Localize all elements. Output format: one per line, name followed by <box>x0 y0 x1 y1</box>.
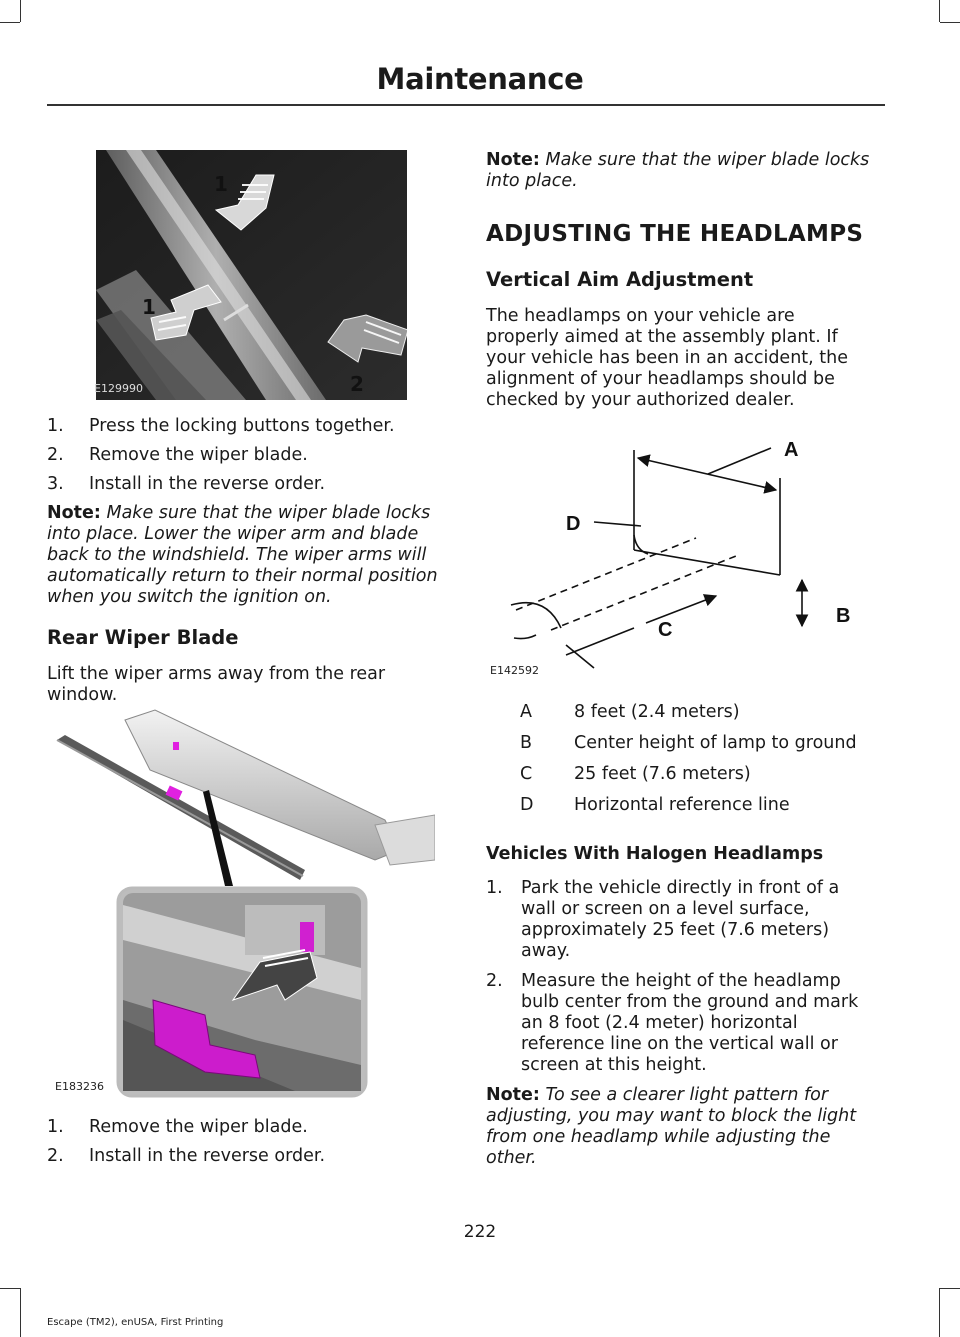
callout-label: C <box>658 619 672 641</box>
note-line: automatically return to their normal pos… <box>47 566 438 586</box>
body-paragraph: The headlamps on your vehicle are proper… <box>486 306 886 411</box>
crop-mark <box>939 1288 940 1337</box>
figure-code: E142592 <box>490 664 539 677</box>
page-title: Maintenance <box>376 62 584 96</box>
key-description: Center height of lamp to ground <box>574 733 857 753</box>
callout-label: 1 <box>142 295 156 319</box>
step-number: 1. <box>47 416 64 436</box>
step-number: 2. <box>486 971 503 991</box>
note-label: Note: <box>47 503 101 523</box>
list-item: 2. Install in the reverse order. <box>47 1146 447 1168</box>
body-line: your vehicle has been in an accident, th… <box>486 348 848 368</box>
note-line: To see a clearer light pattern for <box>545 1085 829 1105</box>
list-item: 3. Install in the reverse order. <box>47 474 447 496</box>
step-number: 1. <box>486 878 503 898</box>
headlamp-aim-diagram: A D B C E142592 <box>486 430 866 680</box>
section-heading: Vertical Aim Adjustment <box>486 268 754 291</box>
header-divider <box>47 104 885 106</box>
step-line: reference line on the vertical wall or <box>521 1034 838 1054</box>
section-heading: Rear Wiper Blade <box>47 626 239 649</box>
list-item: 1. Remove the wiper blade. <box>47 1117 447 1139</box>
body-line: alignment of your headlamps should be <box>486 369 835 389</box>
step-text: Remove the wiper blade. <box>89 445 308 465</box>
crop-mark <box>0 1288 20 1289</box>
step-text: Park the vehicle directly in front of a … <box>521 878 839 962</box>
note-line: back to the windshield. The wiper arms w… <box>47 545 427 565</box>
list-item: 1. Press the locking buttons together. <box>47 416 447 438</box>
key-letter: B <box>520 733 533 753</box>
body-line: Lift the wiper arms away from the rear <box>47 664 386 684</box>
crop-mark <box>20 0 21 22</box>
note-line: Make sure that the wiper blade locks <box>106 503 431 523</box>
note-paragraph: Note: To see a clearer light pattern for… <box>486 1085 886 1169</box>
callout-label: B <box>836 605 850 627</box>
callout-label: 2 <box>350 372 364 396</box>
crop-mark <box>20 1288 21 1337</box>
step-line: wall or screen on a level surface, <box>521 899 810 919</box>
note-label: Note: <box>486 1085 540 1105</box>
callout-label: D <box>566 513 580 535</box>
step-number: 3. <box>47 474 64 494</box>
step-line: screen at this height. <box>521 1055 707 1075</box>
key-letter: C <box>520 764 533 784</box>
step-line: away. <box>521 941 571 961</box>
body-line: checked by your authorized dealer. <box>486 390 795 410</box>
crop-mark <box>940 22 960 23</box>
rear-wiper-illustration: E183236 <box>55 700 436 1100</box>
callout-label: 1 <box>214 172 228 196</box>
step-number: 1. <box>47 1117 64 1137</box>
note-line: Make sure that the wiper blade locks <box>545 150 870 170</box>
subsection-heading: Vehicles With Halogen Headlamps <box>486 844 824 864</box>
body-line: The headlamps on your vehicle are <box>486 306 795 326</box>
key-letter: A <box>520 702 532 722</box>
step-number: 2. <box>47 445 64 465</box>
body-line: properly aimed at the assembly plant. If <box>486 327 838 347</box>
footer-text: Escape (TM2), enUSA, First Printing <box>47 1317 224 1328</box>
note-line: into place. Lower the wiper arm and blad… <box>47 524 419 544</box>
page-number: 222 <box>463 1222 497 1242</box>
note-label: Note: <box>486 150 540 170</box>
step-line: bulb center from the ground and mark <box>521 992 859 1012</box>
step-line: Measure the height of the headlamp <box>521 971 841 991</box>
crop-mark <box>940 1288 960 1289</box>
list-item: 2. Remove the wiper blade. <box>47 445 447 467</box>
step-text: Measure the height of the headlamp bulb … <box>521 971 858 1076</box>
note-line: from one headlamp while adjusting the <box>486 1127 831 1147</box>
chapter-heading: ADJUSTING THE HEADLAMPS <box>486 221 864 247</box>
body-line: window. <box>47 685 118 705</box>
crop-mark <box>939 0 940 22</box>
callout-label: A <box>784 439 798 461</box>
note-line: other. <box>486 1148 537 1168</box>
step-line: an 8 foot (2.4 meter) horizontal <box>521 1013 798 1033</box>
note-paragraph: Note: Make sure that the wiper blade loc… <box>486 150 886 192</box>
step-number: 2. <box>47 1146 64 1166</box>
body-paragraph: Lift the wiper arms away from the rear w… <box>47 664 447 706</box>
note-line: adjusting, you may want to block the lig… <box>486 1106 857 1126</box>
step-text: Press the locking buttons together. <box>89 416 395 436</box>
figure-code: E183236 <box>55 1080 104 1093</box>
wiper-blade-photo: 1 1 2 E129990 <box>94 150 409 400</box>
key-description: 8 feet (2.4 meters) <box>574 702 740 722</box>
list-item: 2. Measure the height of the headlamp bu… <box>486 971 886 1079</box>
note-line: into place. <box>486 171 578 191</box>
key-description: 25 feet (7.6 meters) <box>574 764 751 784</box>
step-text: Install in the reverse order. <box>89 474 326 494</box>
step-text: Remove the wiper blade. <box>89 1117 308 1137</box>
step-line: Park the vehicle directly in front of a <box>521 878 840 898</box>
step-line: approximately 25 feet (7.6 meters) <box>521 920 830 940</box>
key-description: Horizontal reference line <box>574 795 790 815</box>
crop-mark <box>0 22 20 23</box>
step-text: Install in the reverse order. <box>89 1146 326 1166</box>
note-line: when you switch the ignition on. <box>47 587 332 607</box>
key-letter: D <box>520 795 534 815</box>
list-item: 1. Park the vehicle directly in front of… <box>486 878 886 964</box>
figure-code: E129990 <box>94 382 143 395</box>
note-paragraph: Note: Make sure that the wiper blade loc… <box>47 503 452 608</box>
